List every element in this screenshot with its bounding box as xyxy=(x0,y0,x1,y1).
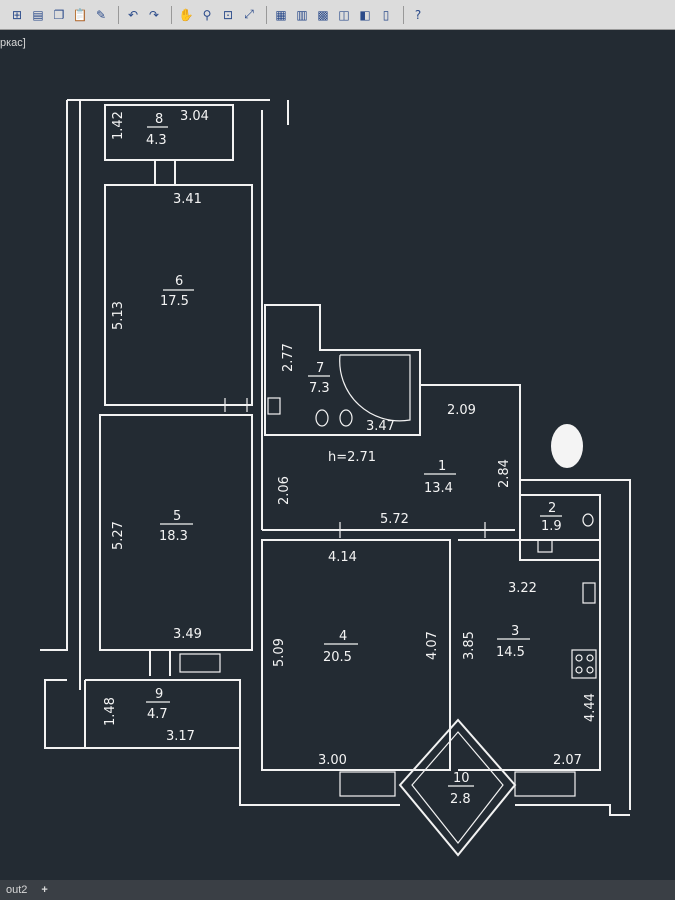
paste-icon[interactable]: 📋 xyxy=(72,7,88,22)
stove-burner-icon xyxy=(586,666,594,674)
dim-3-41: 3.41 xyxy=(173,192,202,207)
dim-2-09: 2.09 xyxy=(447,403,476,418)
dim-3-22: 3.22 xyxy=(508,581,537,596)
room-number-5: 5 xyxy=(173,509,181,524)
room-area-1: 13.4 xyxy=(424,481,453,496)
room-number-2: 2 xyxy=(548,501,556,516)
stove-burner-icon xyxy=(575,654,583,662)
toolbar-separator xyxy=(403,5,404,24)
floor-plan-drawing[interactable]: 8 4.3 6 17.5 7 7.3 5 18.3 1 13.4 2 1.9 4… xyxy=(0,0,675,880)
dim-4-07: 4.07 xyxy=(425,631,440,660)
room-number-9: 9 xyxy=(155,687,163,702)
cad-toolbar: ⊞ ▤ ❐ 📋 ✎ ↶ ↷ ✋ ⚲ ⊡ ⤢ ▦ ▥ ▩ ◫ ◧ ▯ ? xyxy=(0,0,675,30)
dimension-labels: 1.42 3.04 3.41 5.13 2.77 3.47 2.09 h=2.7… xyxy=(103,109,598,768)
dim-3-47: 3.47 xyxy=(366,419,395,434)
fixtures xyxy=(315,409,594,674)
calculator-icon[interactable]: ▯ xyxy=(382,7,390,22)
dim-5-27: 5.27 xyxy=(111,521,126,550)
dim-5-13: 5.13 xyxy=(111,301,126,330)
toilet-icon xyxy=(315,409,329,427)
room-number-6: 6 xyxy=(175,274,183,289)
sheet-set-icon[interactable]: ◫ xyxy=(338,7,350,22)
ceiling-height: h=2.71 xyxy=(328,450,376,465)
layer-icon[interactable]: ▤ xyxy=(32,7,44,22)
room-labels: 8 4.3 6 17.5 7 7.3 5 18.3 1 13.4 2 1.9 4… xyxy=(146,112,562,807)
room-number-1: 1 xyxy=(438,459,446,474)
copy-icon[interactable]: ❐ xyxy=(53,7,65,22)
room-number-4: 4 xyxy=(339,629,347,644)
room-number-3: 3 xyxy=(511,624,519,639)
dim-3-85: 3.85 xyxy=(462,631,477,660)
dim-4-14: 4.14 xyxy=(328,550,357,565)
room-area-6: 17.5 xyxy=(160,294,189,309)
zoom-realtime-icon[interactable]: ⚲ xyxy=(202,7,212,22)
dim-2-07: 2.07 xyxy=(553,753,582,768)
help-icon[interactable]: ? xyxy=(414,7,422,22)
room-area-4: 20.5 xyxy=(323,650,352,665)
dim-3-49: 3.49 xyxy=(173,627,202,642)
room-number-7: 7 xyxy=(316,361,324,376)
stove-burner-icon xyxy=(586,654,594,662)
dim-2-06: 2.06 xyxy=(277,476,292,505)
room-area-8: 4.3 xyxy=(146,133,167,148)
room-area-9: 4.7 xyxy=(147,707,168,722)
room-area-2: 1.9 xyxy=(541,519,562,534)
viewport-label[interactable]: ркас] xyxy=(0,37,26,49)
room-area-3: 14.5 xyxy=(496,645,525,660)
stove-burner-icon xyxy=(575,666,583,674)
toilet-icon xyxy=(582,513,594,527)
room-number-8: 8 xyxy=(155,112,163,127)
room-area-5: 18.3 xyxy=(159,529,188,544)
dim-5-72: 5.72 xyxy=(380,512,409,527)
properties-icon[interactable]: ▦ xyxy=(275,7,287,22)
layout-tabs: out2 + xyxy=(0,880,675,900)
dim-2-84: 2.84 xyxy=(497,459,512,488)
toolbar-separator xyxy=(266,5,267,24)
redo-icon[interactable]: ↷ xyxy=(148,7,160,22)
dim-4-44: 4.44 xyxy=(583,693,598,722)
zoom-previous-icon[interactable]: ⤢ xyxy=(244,7,254,21)
undo-icon[interactable]: ↶ xyxy=(127,7,139,22)
dim-3-00: 3.00 xyxy=(318,753,347,768)
walls xyxy=(40,99,631,857)
pan-icon[interactable]: ✋ xyxy=(178,7,194,22)
design-center-icon[interactable]: ▥ xyxy=(296,7,308,22)
room-area-7: 7.3 xyxy=(309,381,330,396)
dim-3-04: 3.04 xyxy=(180,109,209,124)
tab-layout2[interactable]: out2 xyxy=(6,884,28,896)
bidet-icon xyxy=(339,409,353,427)
zoom-window-icon[interactable]: ⊡ xyxy=(222,7,234,22)
toolbar-separator xyxy=(118,5,119,24)
add-layout-button[interactable]: + xyxy=(41,884,48,896)
room-area-10: 2.8 xyxy=(450,792,471,807)
cursor-blob xyxy=(551,424,583,468)
dim-3-17: 3.17 xyxy=(166,729,195,744)
markup-icon[interactable]: ◧ xyxy=(359,7,371,22)
tool-palettes-icon[interactable]: ▩ xyxy=(317,7,329,22)
toolbar-separator xyxy=(171,5,172,24)
dim-1-42: 1.42 xyxy=(111,111,126,140)
dim-1-48: 1.48 xyxy=(103,697,118,726)
snap-icon[interactable]: ⊞ xyxy=(11,7,23,22)
dim-5-09: 5.09 xyxy=(272,638,287,667)
room-number-10: 10 xyxy=(453,771,470,786)
match-properties-icon[interactable]: ✎ xyxy=(95,7,107,22)
dim-2-77: 2.77 xyxy=(281,343,296,372)
